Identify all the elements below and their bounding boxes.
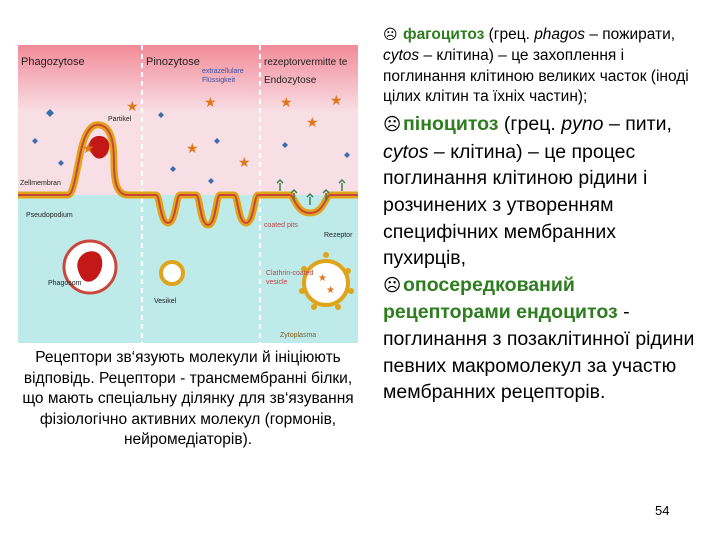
term-receptor-endocytosis: опосередкований рецепторами ендоцитоз xyxy=(383,273,618,324)
label-cytoplasm: Zytoplasma xyxy=(280,332,316,339)
phagocytosis-greek-2: cytos xyxy=(383,46,420,64)
svg-text:★: ★ xyxy=(186,141,199,157)
svg-text:★: ★ xyxy=(238,155,251,171)
definition-pinocytosis: ☹піноцитоз (грец. pyno – пити, cytos – к… xyxy=(383,111,701,272)
label-particle: Partikel xyxy=(108,116,132,123)
header-receptor-line1: rezeptorvermitte te xyxy=(264,57,348,68)
phagocytosis-text-3: – клітина) – це захоплення і поглинання … xyxy=(383,46,689,106)
phagocytosis-text-1: (грец. xyxy=(484,26,535,43)
receptor-endocytosis-text: - поглинання з позаклітинної рідини певн… xyxy=(383,301,695,404)
svg-text:★: ★ xyxy=(330,93,343,109)
pinocytosis-text-2: – пити, xyxy=(603,113,672,136)
pinocytosis-greek-1: pyno xyxy=(561,113,604,136)
svg-text:★: ★ xyxy=(326,285,335,296)
endocytosis-figure: Phagozytose Pinozytose rezeptorvermitte … xyxy=(18,45,358,343)
svg-text:★: ★ xyxy=(280,95,293,111)
label-coated-pits: coated pits xyxy=(264,222,298,229)
phagocytosis-text-2: – пожирати, xyxy=(585,26,676,43)
label-extracellular-line2: Flüssigkeit xyxy=(202,77,235,84)
header-pinocytosis: Pinozytose xyxy=(146,56,200,68)
bullet-icon: ☹ xyxy=(383,275,402,296)
definition-receptor-endocytosis: ☹опосередкований рецепторами ендоцитоз -… xyxy=(383,272,701,406)
label-clathrin-vesicle: Clathrin-coated vesicle xyxy=(266,270,315,286)
label-clathrin-line2: vesicle xyxy=(266,279,288,286)
svg-text:★: ★ xyxy=(204,95,217,111)
label-vesicle: Vesikel xyxy=(154,298,177,305)
label-extracellular-line1: extrazellulare xyxy=(202,68,244,75)
definition-phagocytosis: ☹ фагоцитоз (грец. phagos – пожирати, cyt… xyxy=(383,25,701,108)
pinocytosis-text-1: (грец. xyxy=(498,113,562,136)
svg-text:★: ★ xyxy=(82,141,95,157)
pinocytosis-text-3: – клітина) – це процес поглинання клітин… xyxy=(383,140,648,270)
bullet-icon: ☹ xyxy=(383,27,398,43)
svg-text:★: ★ xyxy=(126,99,139,115)
header-receptor-line2: Endozytose xyxy=(264,75,317,86)
endocytosis-diagram: Phagozytose Pinozytose rezeptorvermitte … xyxy=(18,45,358,343)
phagocytosis-greek-1: phagos xyxy=(534,26,586,43)
label-phagosome: Phagosom xyxy=(48,280,82,287)
header-receptor-endocytosis: rezeptorvermitte te Endozytose xyxy=(264,57,350,86)
label-pseudopodium: Pseudopodium xyxy=(26,212,73,219)
header-phagocytosis: Phagozytose xyxy=(21,56,85,68)
term-phagocytosis: фагоцитоз xyxy=(403,26,485,43)
figure-caption: Рецептори зв‘язують молекули й ініціюють… xyxy=(22,349,354,449)
label-extracellular: extrazellulare Flüssigkeit xyxy=(202,68,246,84)
svg-text:★: ★ xyxy=(318,273,327,284)
label-cell-membrane: Zellmembran xyxy=(20,180,61,187)
pinocytosis-greek-2: cytos xyxy=(383,140,429,163)
label-clathrin-line1: Clathrin-coated xyxy=(266,270,314,277)
page-number: 54 xyxy=(655,503,670,518)
svg-text:★: ★ xyxy=(306,115,319,131)
label-receptor: Rezeptor xyxy=(324,232,353,239)
term-pinocytosis: піноцитоз xyxy=(403,113,499,136)
definitions-column: ☹ фагоцитоз (грец. phagos – пожирати, cyt… xyxy=(383,25,701,406)
bullet-icon: ☹ xyxy=(383,115,402,136)
